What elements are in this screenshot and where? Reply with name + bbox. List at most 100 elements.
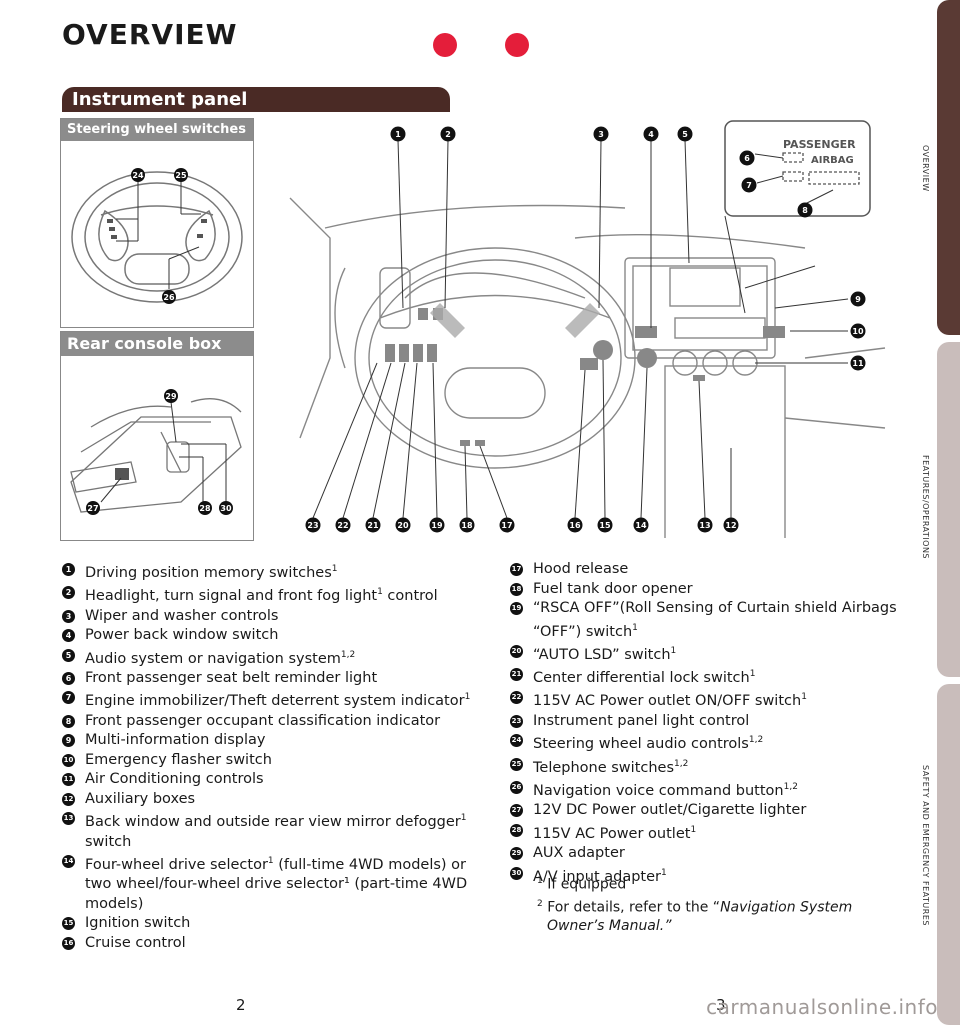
legend-text: Hood release <box>533 561 629 577</box>
legend-number-icon: 6 <box>62 671 75 685</box>
legend-number-icon: 5 <box>62 648 75 662</box>
console-illustration: 29 27 28 30 <box>70 389 242 515</box>
callout-21: 21 <box>367 521 379 530</box>
legend-text: AUX adapter <box>533 845 625 862</box>
legend-item: 29 AUX adapter <box>510 844 905 864</box>
legend-number-icon: 11 <box>62 773 75 787</box>
legend-item: 1 Driving position memory switches1 <box>62 560 482 583</box>
callout-16: 16 <box>569 521 581 530</box>
legend-item: 17 Hood release <box>510 560 905 580</box>
legend-text: Instrument panel light control <box>533 712 750 729</box>
legend-text: Fuel tank door opener <box>533 580 693 597</box>
callout-7: 7 <box>746 181 752 190</box>
legend-number-icon: 24 <box>510 734 523 748</box>
red-dot-icon <box>433 33 457 57</box>
legend-text: A/V input adapter1 <box>533 867 667 885</box>
side-label-overview: OVERVIEW <box>921 145 930 192</box>
callout-24: 24 <box>132 171 144 180</box>
callout-22: 22 <box>337 521 348 530</box>
footnotes: 1 If equipped 2 For details, refer to th… <box>537 872 877 936</box>
legend-text: Cruise control <box>85 934 186 951</box>
legend-item: 16 Cruise control <box>62 934 482 954</box>
callout-2: 2 <box>445 130 451 139</box>
airbag-line1: PASSENGER <box>783 138 856 151</box>
side-label-safety: SAFETY AND EMERGENCY FEATURES <box>921 765 930 926</box>
callout-30: 30 <box>220 504 232 513</box>
callout-8: 8 <box>802 206 808 215</box>
legend-text: Driving position memory switches1 <box>85 564 338 581</box>
legend-text: “RSCA OFF”(Roll Sensing of Curtain shiel… <box>533 600 897 640</box>
callout-23: 23 <box>307 521 318 530</box>
legend-number-icon: 8 <box>62 714 75 728</box>
callout-15: 15 <box>599 521 611 530</box>
legend-number-icon: 21 <box>510 668 523 682</box>
callout-27: 27 <box>87 504 98 513</box>
callout-29: 29 <box>165 392 177 401</box>
callout-28: 28 <box>199 504 211 513</box>
callout-25: 25 <box>175 171 187 180</box>
legend-item: 6 Front passenger seat belt reminder ligh… <box>62 669 482 689</box>
page-title: OVERVIEW <box>62 18 238 51</box>
legend-number-icon: 16 <box>62 936 75 950</box>
legend-number-icon: 29 <box>510 847 523 861</box>
callout-13: 13 <box>699 521 710 530</box>
legend-number-icon: 17 <box>510 563 523 576</box>
footnote-2: 2 For details, refer to the “Navigation … <box>537 898 853 935</box>
legend-number-icon: 28 <box>510 823 523 837</box>
legend-number-icon: 27 <box>510 804 523 818</box>
legend-text: Multi-information display <box>85 732 266 749</box>
legend-item: 4 Power back window switch <box>62 626 482 646</box>
callout-5: 5 <box>682 130 688 139</box>
callout-3: 3 <box>598 130 604 139</box>
legend-text: Wiper and washer controls <box>85 607 279 624</box>
callout-10: 10 <box>852 327 864 336</box>
legend-text: Back window and outside rear view mirror… <box>85 813 467 850</box>
callout-6: 6 <box>744 154 750 163</box>
legend-item: 19 “RSCA OFF”(Roll Sensing of Curtain shi… <box>510 599 905 642</box>
legend-number-icon: 3 <box>62 609 75 623</box>
legend-number-icon: 7 <box>62 691 75 705</box>
steering-switches-panel: Steering wheel switches (if equipped) 24… <box>60 118 254 328</box>
callout-20: 20 <box>397 521 409 530</box>
legend-text: “AUTO LSD” switch1 <box>533 645 677 663</box>
legend-number-icon: 14 <box>62 855 75 869</box>
legend-text: Steering wheel audio controls1,2 <box>533 735 764 753</box>
side-tab-safety[interactable] <box>937 684 960 1025</box>
legend-number-icon: 4 <box>62 629 75 643</box>
side-tab-overview[interactable] <box>937 0 960 335</box>
legend-text: Four-wheel drive selector1 (full-time 4W… <box>85 856 468 912</box>
legend-text: Front passenger seat belt reminder light <box>85 669 378 686</box>
legend-item: 21 Center differential lock switch1 <box>510 665 905 688</box>
callout-1: 1 <box>395 130 401 139</box>
legend-number-icon: 9 <box>62 734 75 748</box>
airbag-line2: AIRBAG <box>811 155 854 166</box>
legend-item: 14 Four-wheel drive selector1 (full-time … <box>62 852 482 914</box>
legend-text: Power back window switch <box>85 627 279 644</box>
legend-text: Center differential lock switch1 <box>533 669 756 686</box>
legend-text: Telephone switches1,2 <box>533 758 689 776</box>
legend-text: 115V AC Power outlet1 <box>533 824 697 842</box>
red-dot-icon <box>505 33 529 57</box>
steering-panel-label: Steering wheel switches (if equipped) <box>61 119 253 159</box>
legend-number-icon: 1 <box>62 563 75 576</box>
page-number-right: 3 <box>716 996 726 1014</box>
callout-4: 4 <box>648 130 654 139</box>
watermark: carmanualsonline.info <box>706 995 938 1019</box>
legend-number-icon: 15 <box>62 917 75 931</box>
legend-text: Ignition switch <box>85 915 191 932</box>
callout-9: 9 <box>855 295 861 304</box>
legend-number-icon: 12 <box>62 792 75 806</box>
legend-number-icon: 19 <box>510 602 523 615</box>
callout-26: 26 <box>163 293 175 302</box>
callout-18: 18 <box>461 521 473 530</box>
console-panel-label: Rear console box <box>61 332 253 356</box>
side-tab-features[interactable] <box>937 342 960 677</box>
